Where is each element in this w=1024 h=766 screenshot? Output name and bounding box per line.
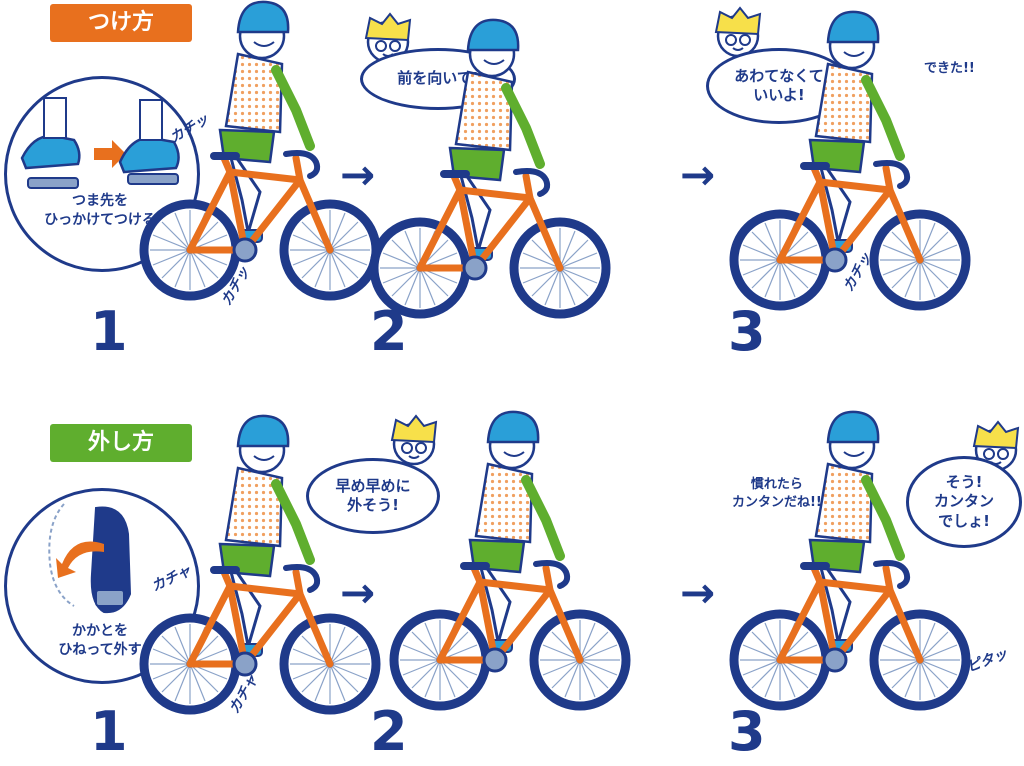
attach-step2-number: 2 [370,300,408,363]
attach-step3-number: 3 [728,300,766,363]
detach-step2-number: 2 [370,700,408,763]
detach-step2-speech-bubble: 早め早めに 外そう! [306,458,440,534]
attach-arrow-1: → [340,150,376,199]
detach-section-label: 外し方 [50,424,192,462]
clipless-shoe-detach-illustration [48,503,132,614]
detach-circle-caption: かかとを ひねって外す [58,623,142,658]
attach-step3-shout: できた!! [924,61,975,76]
detach-arrow-1: → [340,568,376,617]
attach-step3-rider-bike [740,20,1024,320]
detach-step3-rider-bike [740,420,1024,720]
detach-step3-number: 3 [728,700,766,763]
clipless-shoe-attach-illustration [20,97,180,189]
detach-step3-speech-bubble: そう! カンタン でしょ! [906,456,1022,548]
detach-step3-shout: 慣れたら カンタンだね!! [732,477,822,510]
detach-step1-number: 1 [90,700,128,763]
attach-step2-rider-bike [400,28,700,328]
attach-section-label: つけ方 [50,4,192,42]
attach-arrow-2: → [680,150,716,199]
attach-circle-caption: つま先を ひっかけてつける [44,193,156,228]
attach-step1-number: 1 [90,300,128,363]
detach-arrow-2: → [680,568,716,617]
detach-step2-rider-bike [420,420,720,720]
